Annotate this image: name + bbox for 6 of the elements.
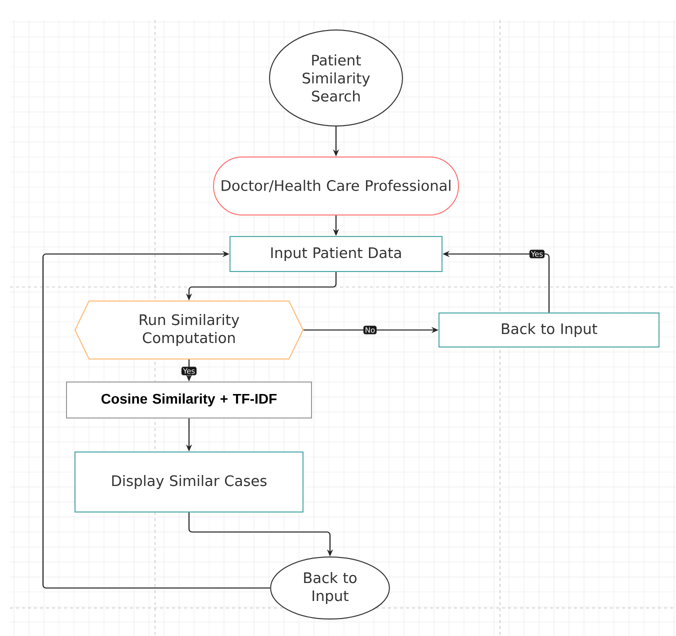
method-box: Cosine Similarity + TF-IDF xyxy=(66,382,312,418)
actor-terminal: Doctor/Health Care Professional xyxy=(213,156,459,216)
process-box: Display Similar Cases xyxy=(74,452,304,512)
process-box: Back to Input xyxy=(438,312,660,348)
arrow xyxy=(42,250,270,589)
process-box: Input Patient Data xyxy=(230,236,442,272)
